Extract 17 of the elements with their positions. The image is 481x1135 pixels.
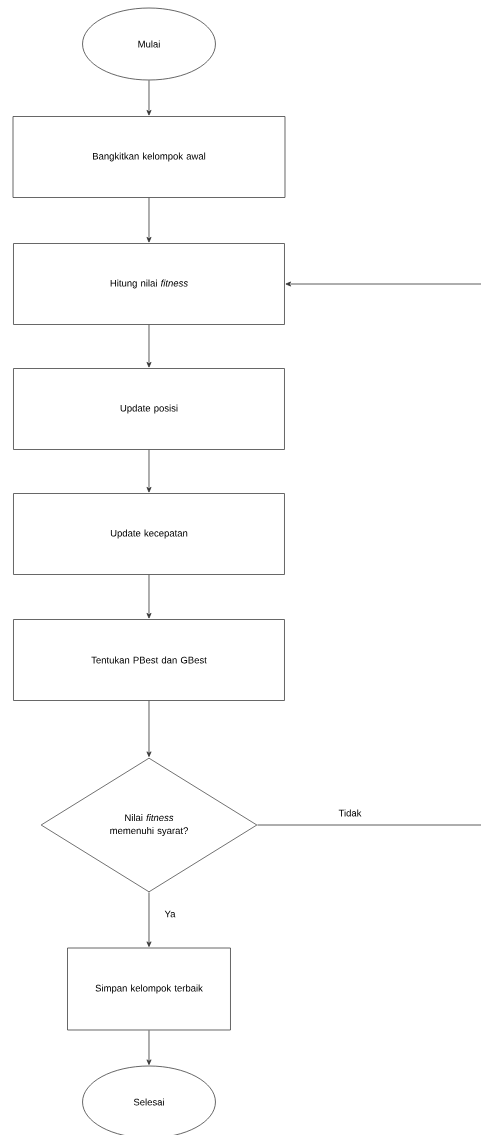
process-box: Simpan kelompok terbaik <box>67 947 231 1031</box>
arrow <box>146 700 152 757</box>
arrow <box>146 80 152 116</box>
arrow <box>146 324 152 368</box>
arrow <box>257 281 481 826</box>
edge-label: Ya <box>163 909 177 919</box>
arrow <box>146 892 152 947</box>
arrow <box>146 197 152 243</box>
arrow <box>146 574 152 619</box>
process-box: Update kecepatan <box>13 493 285 575</box>
arrow <box>146 449 152 493</box>
process-box: Update posisi <box>13 368 285 450</box>
process-box: Bangkitkan kelompok awal <box>12 116 286 198</box>
process-box: Tentukan PBest dan GBest <box>13 619 285 701</box>
process-box: Hitung nilai fitness <box>13 243 285 325</box>
arrow <box>146 1030 152 1065</box>
edge-label: Tidak <box>337 808 363 818</box>
